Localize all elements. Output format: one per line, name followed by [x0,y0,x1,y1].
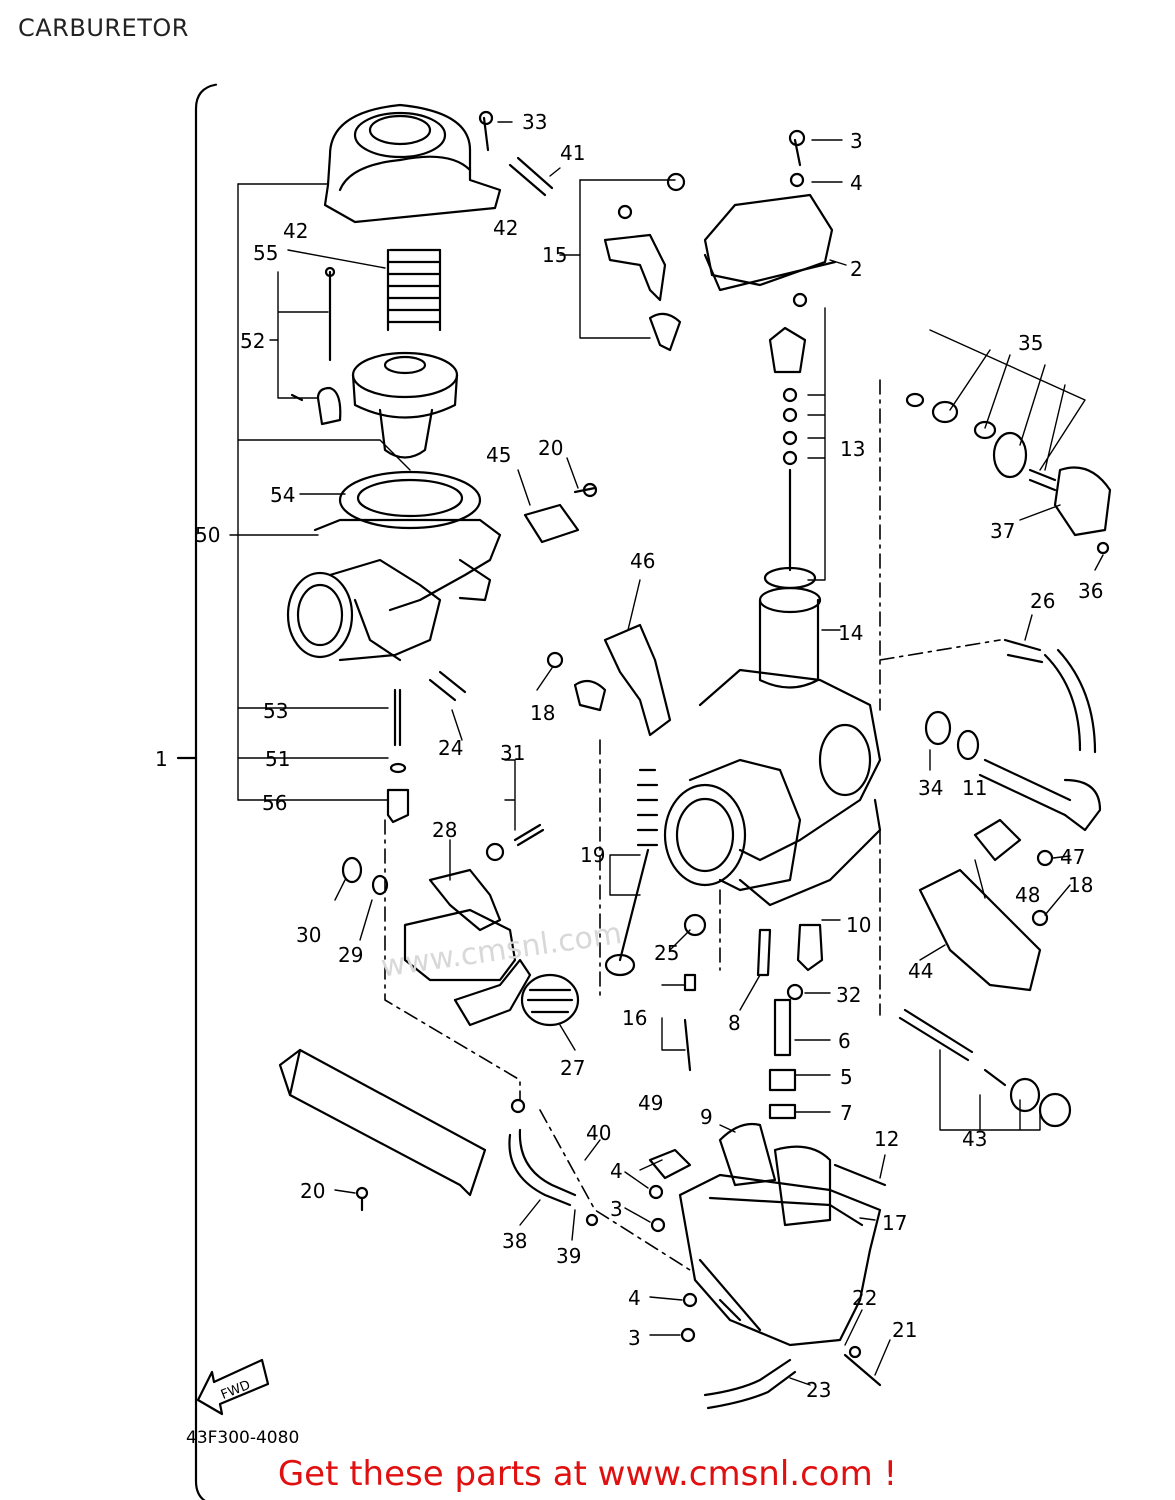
part-label: 30 [296,923,321,947]
part-label: 14 [838,621,863,645]
part-label: 24 [438,736,463,760]
part-label: 19 [580,843,605,867]
part-label: 8 [728,1011,741,1035]
part-label: 36 [1078,579,1103,603]
part-label: 43 [962,1127,987,1151]
part-label: 42 [493,216,518,240]
diaphragm-piston-part [351,351,459,459]
part-label: 50 [195,523,220,547]
part-label: 27 [560,1056,585,1080]
part-label: 5 [840,1065,853,1089]
carburetor-main-body-part [663,668,882,907]
part-label: 20 [538,436,563,460]
part-label: 3 [628,1326,641,1350]
part-label: 48 [1015,883,1040,907]
part-label: 42 [283,219,308,243]
part-label: 16 [622,1006,647,1030]
part-label: 46 [630,549,655,573]
part-label: 34 [918,776,943,800]
part-label: 2 [850,257,863,281]
part-label: 28 [432,818,457,842]
part-label: 3 [850,129,863,153]
part-label: 11 [962,776,987,800]
part-label: 6 [838,1029,851,1053]
part-label: 26 [1030,589,1055,613]
part-label: 32 [836,983,861,1007]
part-label: 39 [556,1244,581,1268]
float-bowl-part [678,1122,882,1347]
spring-part [386,248,442,332]
part-label: 25 [654,941,679,965]
fwd-label: FWD [219,1378,253,1403]
part-label: 23 [806,1378,831,1402]
part-label: 3 [610,1197,623,1221]
part-label: 9 [700,1105,713,1129]
part-label: 10 [846,913,871,937]
assembly-bracket [194,83,218,1500]
part-label: 18 [1068,873,1093,897]
part-label: 51 [265,747,290,771]
part-label: 33 [522,110,547,134]
part-label: 12 [874,1127,899,1151]
part-label: 40 [586,1121,611,1145]
part-label: 53 [263,699,288,723]
fwd-arrow-icon [196,1358,270,1416]
part-label: 17 [882,1211,907,1235]
part-label: 52 [240,329,265,353]
part-label: 35 [1018,331,1043,355]
part-label: 18 [530,701,555,725]
part-label: 44 [908,959,933,983]
part-label: 45 [486,443,511,467]
part-label: 37 [990,519,1015,543]
part-label: 4 [850,171,863,195]
part-label: 41 [560,141,585,165]
part-label: 20 [300,1179,325,1203]
part-label: 29 [338,943,363,967]
part-label: 54 [270,483,295,507]
part-label: 47 [1060,845,1085,869]
part-label: 22 [852,1286,877,1310]
vacuum-carburetor-body-part [286,470,502,662]
part-label: 56 [262,791,287,815]
part-label: 1 [155,747,168,771]
part-label: 15 [542,243,567,267]
part-labels: 33 41 42 42 55 52 54 50 45 20 15 3 4 2 3… [155,110,1103,1402]
part-label: 13 [840,437,865,461]
part-label: 4 [628,1286,641,1310]
part-label: 31 [500,741,525,765]
part-label: 4 [610,1159,623,1183]
part-label: 7 [840,1101,853,1125]
part-label: 55 [253,241,278,265]
top-cover-part [323,103,502,224]
part-label: 21 [892,1318,917,1342]
footer-link[interactable]: Get these parts at www.cmsnl.com ! [277,1454,898,1494]
drawing-code: 43F300-4080 [186,1428,300,1448]
part-label: 49 [638,1091,663,1115]
page-title: CARBURETOR [18,14,189,42]
part-label: 38 [502,1229,527,1253]
